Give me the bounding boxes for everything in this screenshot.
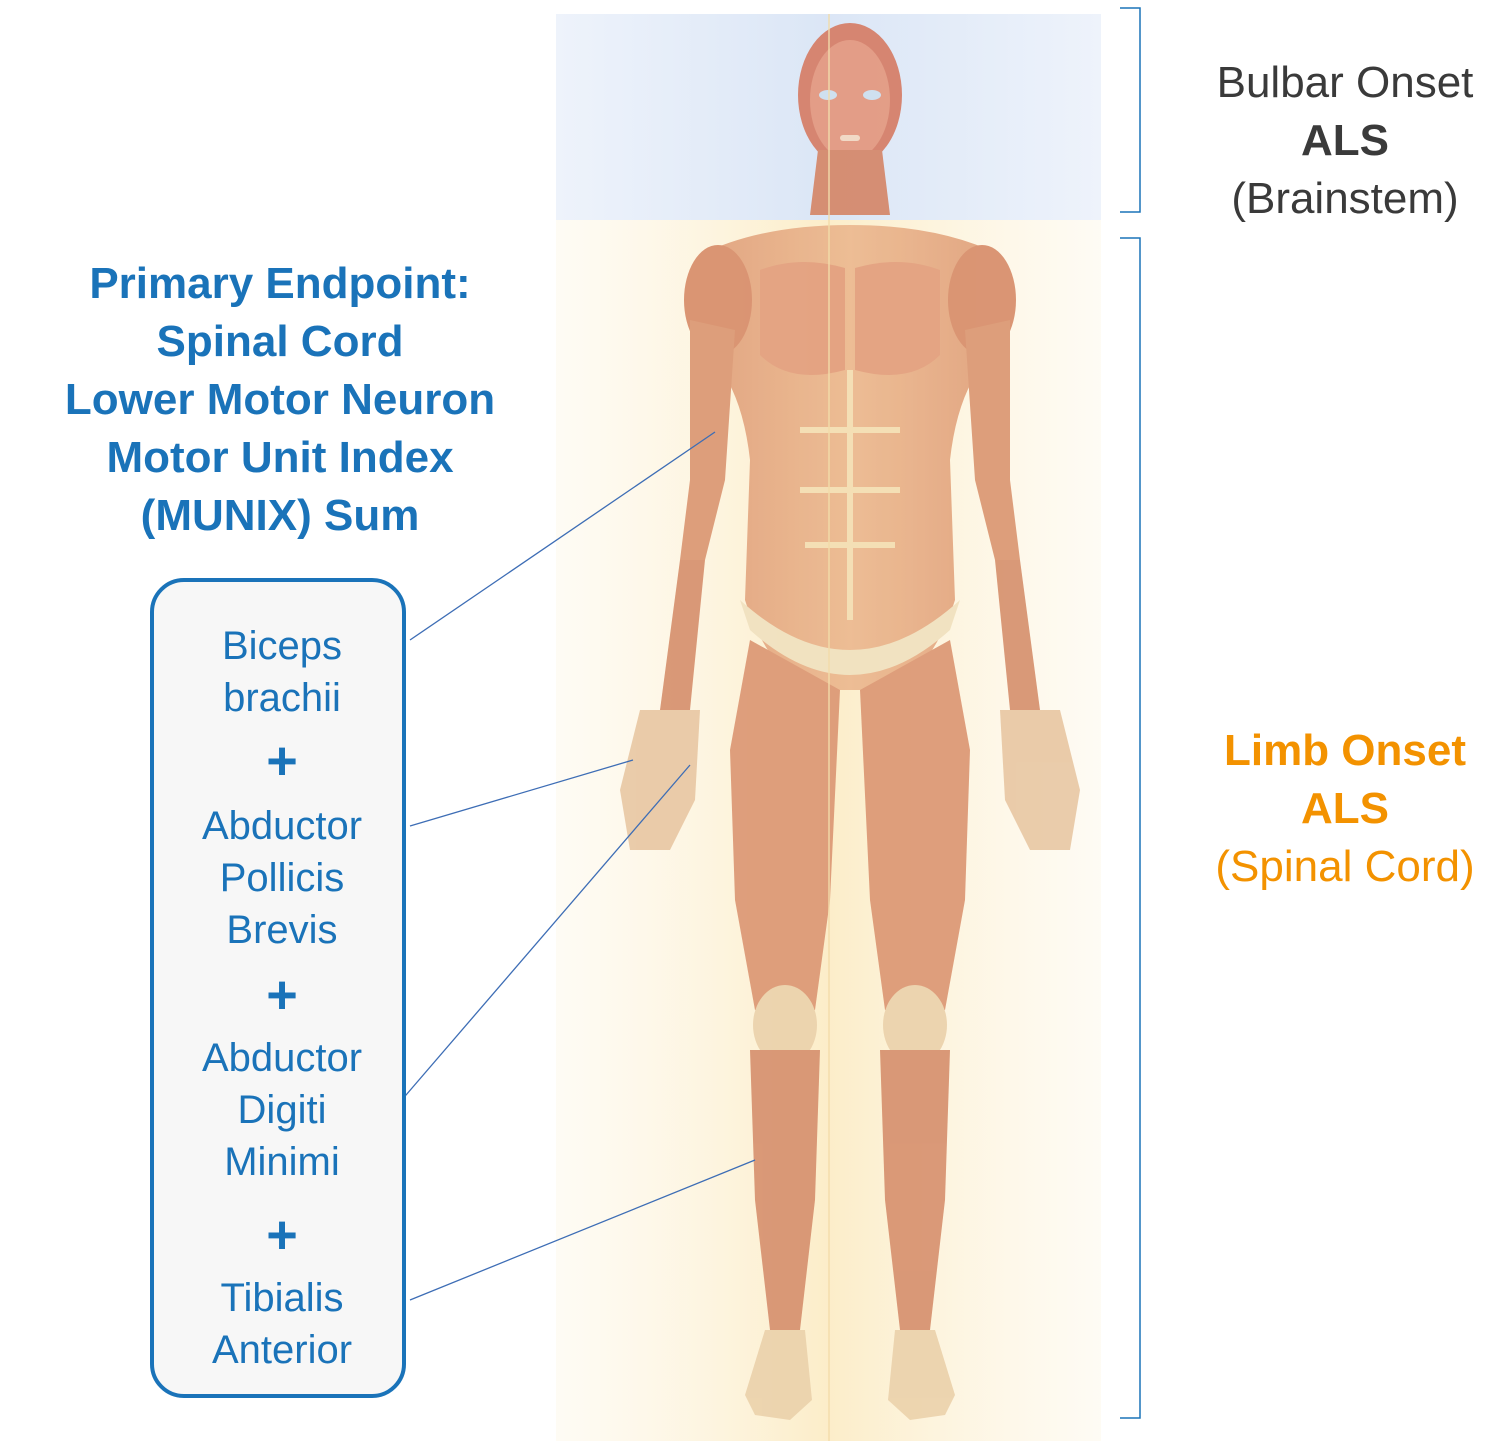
plus-icon: +	[154, 968, 410, 1022]
bulbar-bracket	[1120, 8, 1140, 212]
primary-line-4: Motor Unit Index	[10, 429, 550, 487]
bulbar-onset-label: Bulbar Onset ALS (Brainstem)	[1180, 54, 1510, 228]
bulbar-line-3: (Brainstem)	[1180, 170, 1510, 228]
adm-line-1: Abductor	[154, 1032, 410, 1084]
primary-line-1: Primary Endpoint:	[10, 255, 550, 313]
biceps-line-1: Biceps	[154, 620, 410, 672]
ta-line-1: Tibialis	[154, 1272, 410, 1324]
primary-line-5: (MUNIX) Sum	[10, 487, 550, 545]
primary-line-2: Spinal Cord	[10, 313, 550, 371]
adm-line-2: Digiti	[154, 1084, 410, 1136]
bulbar-line-2: ALS	[1180, 112, 1510, 170]
adm-line-3: Minimi	[154, 1136, 410, 1188]
plus-icon: +	[154, 1208, 410, 1262]
apb-line-1: Abductor	[154, 800, 410, 852]
apb-line-3: Brevis	[154, 904, 410, 956]
limb-line-3: (Spinal Cord)	[1180, 838, 1510, 896]
limb-bracket	[1120, 238, 1140, 1418]
apb-line-2: Pollicis	[154, 852, 410, 904]
limb-onset-label: Limb Onset ALS (Spinal Cord)	[1180, 722, 1510, 896]
muscle-list-box: Biceps brachii + Abductor Pollicis Brevi…	[150, 578, 406, 1398]
plus-icon: +	[154, 734, 410, 788]
primary-endpoint-title: Primary Endpoint: Spinal Cord Lower Moto…	[10, 255, 550, 545]
limb-line-2: ALS	[1180, 780, 1510, 838]
bulbar-line-1: Bulbar Onset	[1180, 54, 1510, 112]
biceps-line-2: brachii	[154, 672, 410, 724]
primary-line-3: Lower Motor Neuron	[10, 371, 550, 429]
limb-line-1: Limb Onset	[1180, 722, 1510, 780]
ta-line-2: Anterior	[154, 1324, 410, 1376]
